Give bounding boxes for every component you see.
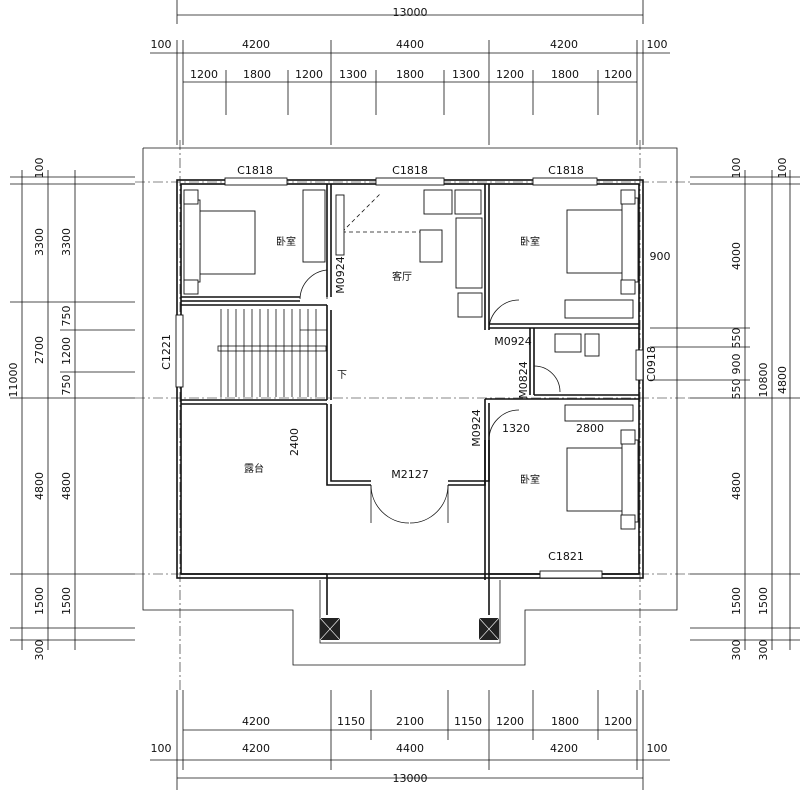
window-c0918: C0918 — [645, 346, 658, 382]
stair-down-label: 下 — [337, 370, 347, 381]
dim-left-outer-3: 2700 — [33, 336, 46, 364]
dim-top-r2-1: 100 — [151, 38, 172, 51]
dim-left-inner-5: 4800 — [60, 472, 73, 500]
dim-right-inner-5: 550 — [730, 379, 743, 400]
door-m2127: M2127 — [391, 468, 429, 481]
dim-2400: 2400 — [288, 428, 301, 456]
dim-right-inner-7: 1500 — [730, 587, 743, 615]
dim-top-r3-5: 1800 — [396, 68, 424, 81]
dim-top-r3-4: 1300 — [339, 68, 367, 81]
dim-left-inner-2: 750 — [60, 306, 73, 327]
dim-left-outer-2: 3300 — [33, 228, 46, 256]
dim-top-r3-1: 1200 — [190, 68, 218, 81]
dim-left-outer-1: 100 — [33, 158, 46, 179]
dim-left-inner-4: 750 — [60, 375, 73, 396]
dim-right-inner-3: 550 — [730, 328, 743, 349]
dim-bottom-r1-4: 1150 — [454, 715, 482, 728]
door-m0924-bedroom3: M0924 — [470, 409, 483, 447]
dim-top-r3-7: 1200 — [496, 68, 524, 81]
dim-right-inner-4: 900 — [730, 354, 743, 375]
dim-bottom-r2-5: 100 — [647, 742, 668, 755]
window-c1818-center: C1818 — [392, 164, 428, 177]
room-bedroom-1: 卧室 — [276, 235, 296, 248]
dim-right-inner-2: 4000 — [730, 242, 743, 270]
dim-top-r3-8: 1800 — [551, 68, 579, 81]
dim-top-overall: 13000 — [393, 6, 428, 19]
window-c1818-left: C1818 — [237, 164, 273, 177]
dim-left-outer-4: 4800 — [33, 472, 46, 500]
dim-bottom-overall: 13000 — [393, 772, 428, 785]
dim-right-outer-2: 4800 — [776, 366, 789, 394]
room-bedroom-3: 卧室 — [520, 473, 540, 486]
dim-left-outer-5: 1500 — [33, 587, 46, 615]
dim-top-r2-4: 4200 — [550, 38, 578, 51]
dim-right-overall: 10800 — [757, 363, 770, 398]
window-marks — [175, 177, 644, 579]
dim-top-r3-3: 1200 — [295, 68, 323, 81]
columns — [319, 617, 500, 641]
dim-left-inner-3: 1200 — [60, 337, 73, 365]
stair-treads — [217, 309, 327, 397]
dim-900: 900 — [650, 250, 671, 263]
eave-outline — [142, 147, 678, 666]
dim-right-inner-6: 4800 — [730, 472, 743, 500]
dim-bottom-r1-3: 2100 — [396, 715, 424, 728]
dim-right-inner-8: 300 — [730, 640, 743, 661]
dim-bottom-r2-4: 4200 — [550, 742, 578, 755]
furniture — [183, 189, 639, 530]
dim-top-r3-6: 1300 — [452, 68, 480, 81]
dimension-lines — [10, 0, 800, 790]
dim-bottom-r1-1: 4200 — [242, 715, 270, 728]
window-c1221: C1221 — [160, 334, 173, 370]
dim-right-outer-4: 300 — [757, 640, 770, 661]
dim-bottom-r1-6: 1800 — [551, 715, 579, 728]
dim-right-inner-1: 100 — [730, 158, 743, 179]
dim-bottom-r2-1: 100 — [151, 742, 172, 755]
dim-bottom-r2-2: 4200 — [242, 742, 270, 755]
dim-left-overall: 11000 — [7, 363, 20, 398]
room-terrace: 露台 — [244, 462, 264, 475]
dim-right-outer-3: 1500 — [757, 587, 770, 615]
dim-left-inner-6: 1500 — [60, 587, 73, 615]
dim-right-outer-1: 100 — [776, 158, 789, 179]
dim-top-r2-2: 4200 — [242, 38, 270, 51]
window-c1818-right: C1818 — [548, 164, 584, 177]
door-m0924-bedroom2: M0924 — [494, 335, 532, 348]
door-m0824: M0824 — [517, 361, 530, 399]
door-m0924-bedroom1: M0924 — [334, 256, 347, 294]
dim-top-r3-9: 1200 — [604, 68, 632, 81]
dim-bottom-r1-7: 1200 — [604, 715, 632, 728]
dim-bottom-r1-2: 1150 — [337, 715, 365, 728]
dim-top-r3-2: 1800 — [243, 68, 271, 81]
dim-left-inner-1: 3300 — [60, 228, 73, 256]
dim-1320: 1320 — [502, 422, 530, 435]
dim-2800: 2800 — [576, 422, 604, 435]
dim-top-r2-5: 100 — [647, 38, 668, 51]
door-swings — [299, 193, 561, 524]
dim-left-outer-6: 300 — [33, 640, 46, 661]
room-bedroom-2: 卧室 — [520, 235, 540, 248]
dim-top-r2-3: 4400 — [396, 38, 424, 51]
dim-bottom-r2-3: 4400 — [396, 742, 424, 755]
dim-bottom-r1-5: 1200 — [496, 715, 524, 728]
room-living: 客厅 — [392, 270, 412, 283]
window-c1821: C1821 — [548, 550, 584, 563]
